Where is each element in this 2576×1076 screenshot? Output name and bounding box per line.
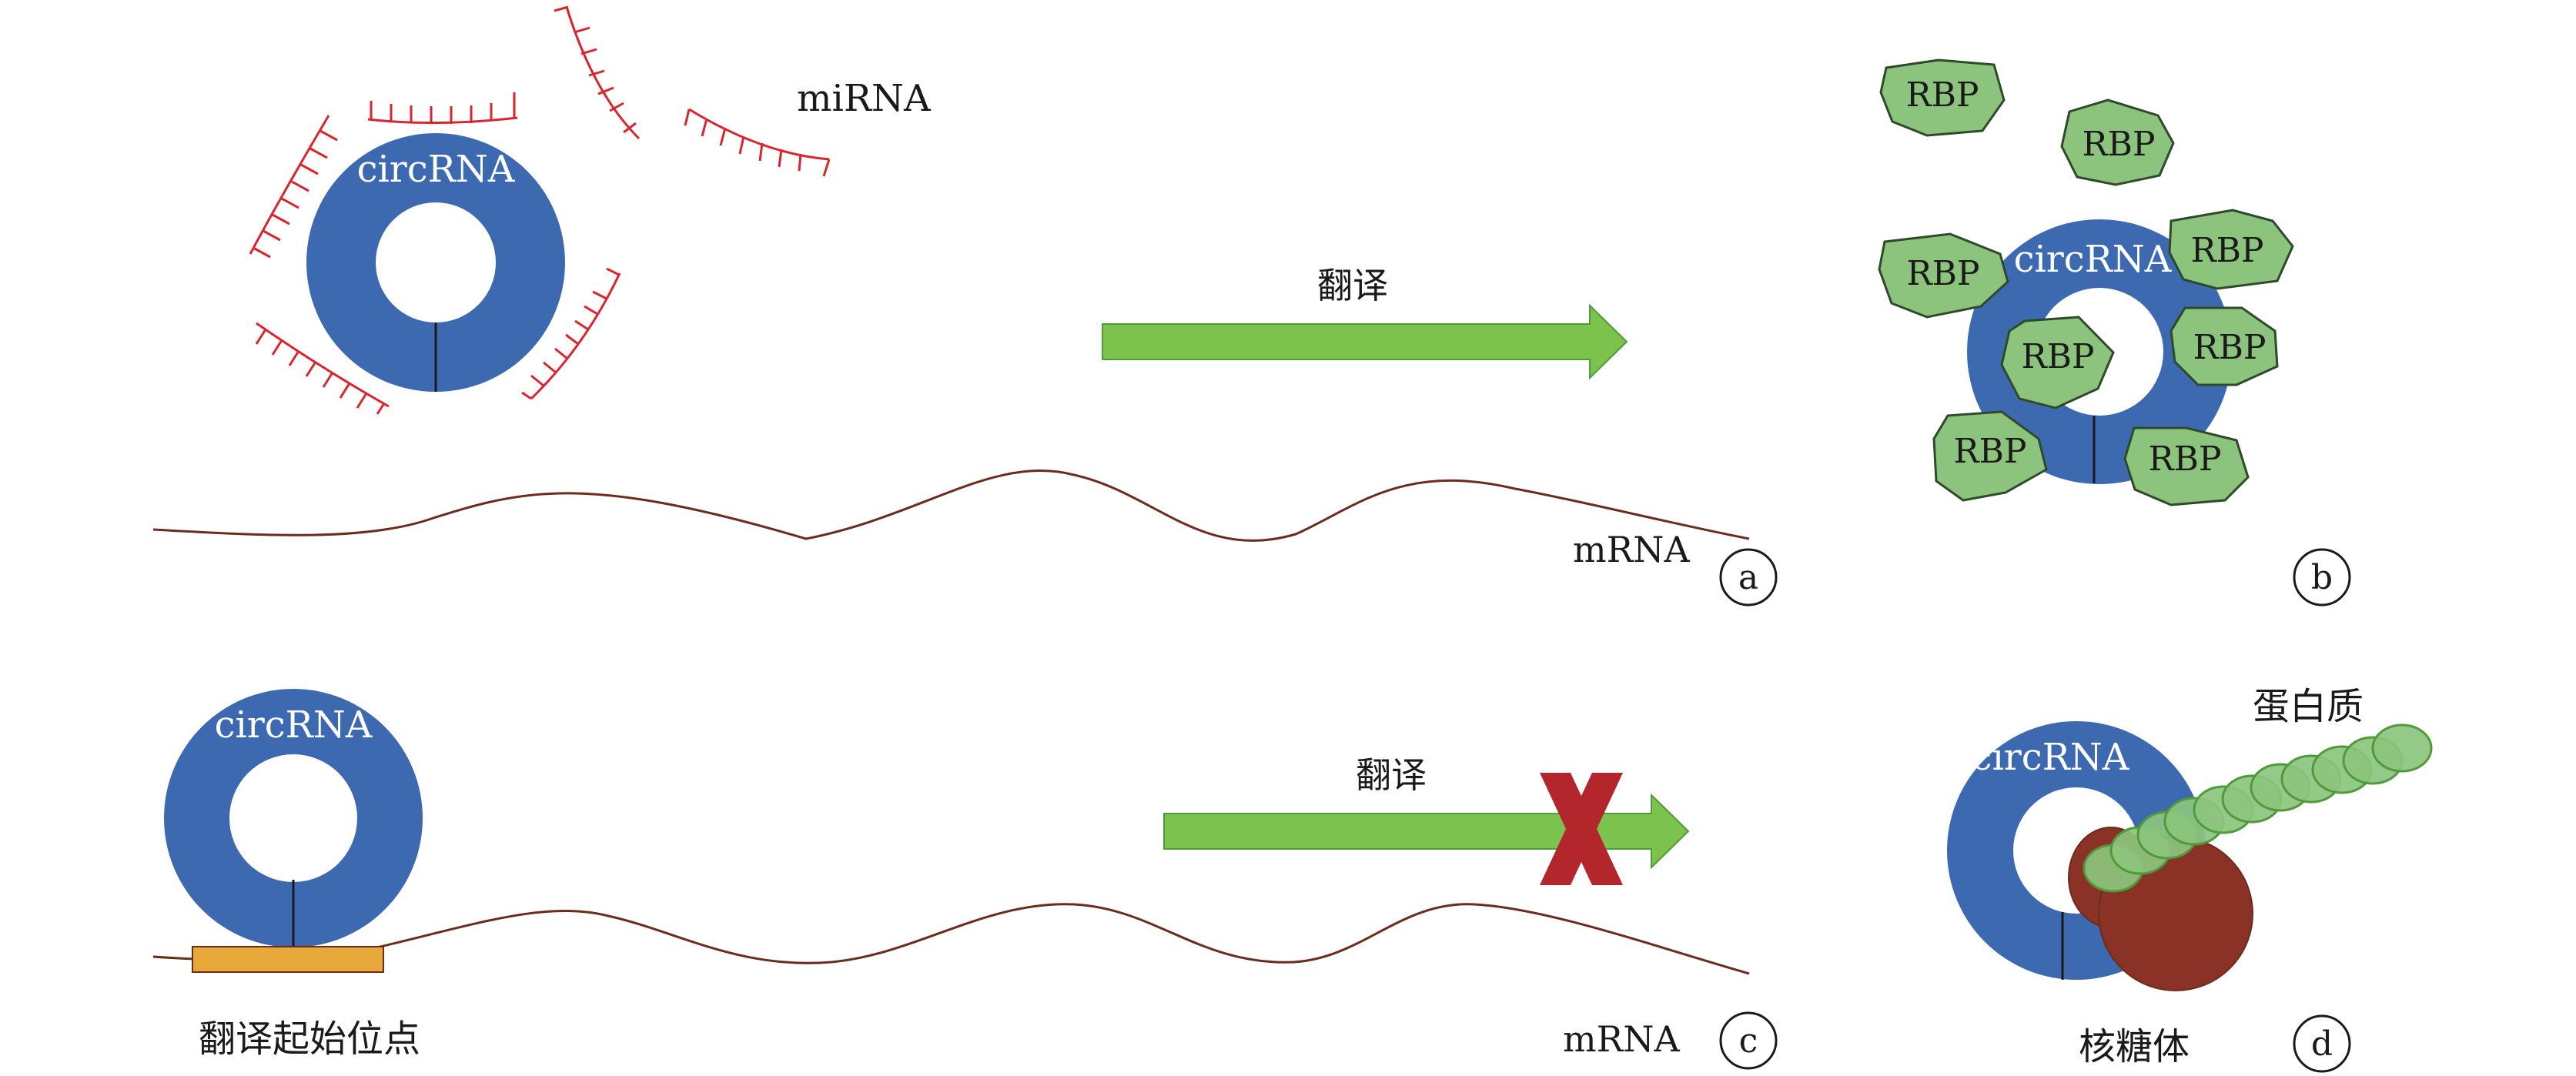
circrna-label: circRNA [215,703,373,747]
circrna-label: circRNA [2014,238,2173,281]
circrna-label: circRNA [357,148,516,191]
rbp-label: RBP [1906,254,1979,293]
panel-label: c [1739,1021,1758,1061]
mirna-strands [249,5,831,415]
panel-label-circle [1719,548,1778,607]
translation-label: 翻译 [1356,754,1427,796]
circrna-ring [306,133,565,392]
mirna-teeth-left [253,129,338,259]
rbp-protein: RBP [1878,232,2009,319]
protein-label: 蛋白质 [2253,685,2364,728]
mirna-strand-bottom-left [256,322,390,408]
mirna-strand-left [249,115,330,255]
rbp-proteins: RBP RBP RBP RBP RBP RBP [1878,58,2294,506]
mirna-teeth-diagonal [554,5,637,134]
mrna-label: mRNA [1573,529,1691,570]
circrna-label: circRNA [1972,736,2130,779]
rbp-label: RBP [2148,439,2221,479]
panel-a: circRNA miRNA 翻译 mRNA a [152,5,1778,607]
translation-start-site [192,946,384,973]
rbp-protein: RBP [1879,58,2006,137]
ribosome-label: 核糖体 [2079,1025,2190,1068]
circrna-ring [164,689,423,947]
rbp-protein: RBP [1932,410,2048,502]
panel-d: circRNA 蛋白质 核糖体 d [1947,685,2433,1073]
panel-c: circRNA 翻译起始位点 翻译 mRNA c [152,689,1778,1070]
mirna-strand-bottom-right [530,272,621,400]
mirna-label: miRNA [797,77,932,120]
mirna-strand-diagonal [565,6,641,140]
panel-label-circle [1719,1011,1778,1070]
rbp-protein: RBP [2168,209,2294,290]
mirna-strand-top [367,116,518,125]
rbp-label: RBP [1953,432,2026,471]
translation-label: 翻译 [1317,265,1388,306]
panel-label: d [2311,1024,2333,1064]
start-site-label: 翻译起始位点 [199,1018,420,1061]
rbp-protein: RBP [2123,426,2250,506]
panel-label: a [1738,558,1758,597]
panel-label-circle [2293,548,2351,607]
panel-label-circle [2293,1014,2351,1073]
rbp-protein: RBP [2060,99,2175,186]
rbp-label: RBP [1905,75,1979,115]
rbp-label: RBP [2193,328,2266,367]
panel-label: b [2311,558,2333,597]
rbp-label: RBP [2082,125,2155,164]
mirna-teeth-top [370,92,516,124]
mirna-teeth-bottom-right [521,267,620,400]
rbp-protein: RBP [2170,306,2279,386]
rbp-protein: RBP [2000,316,2115,409]
blocked-cross-icon [1540,773,1623,885]
rbp-label: RBP [2190,231,2263,270]
panel-b: circRNA RBP RBP RBP RBP RBP [1878,58,2351,607]
protein-chain [2083,723,2433,893]
mrna-strand [152,903,1750,975]
mirna-teeth-floating [684,109,831,177]
translation-arrow [1163,793,1690,870]
mrna-label: mRNA [1563,1018,1681,1060]
mirna-teeth-bottom-left [255,329,386,415]
mrna-strand [152,469,1750,542]
rbp-label: RBP [2021,337,2094,376]
translation-arrow [1102,303,1628,380]
